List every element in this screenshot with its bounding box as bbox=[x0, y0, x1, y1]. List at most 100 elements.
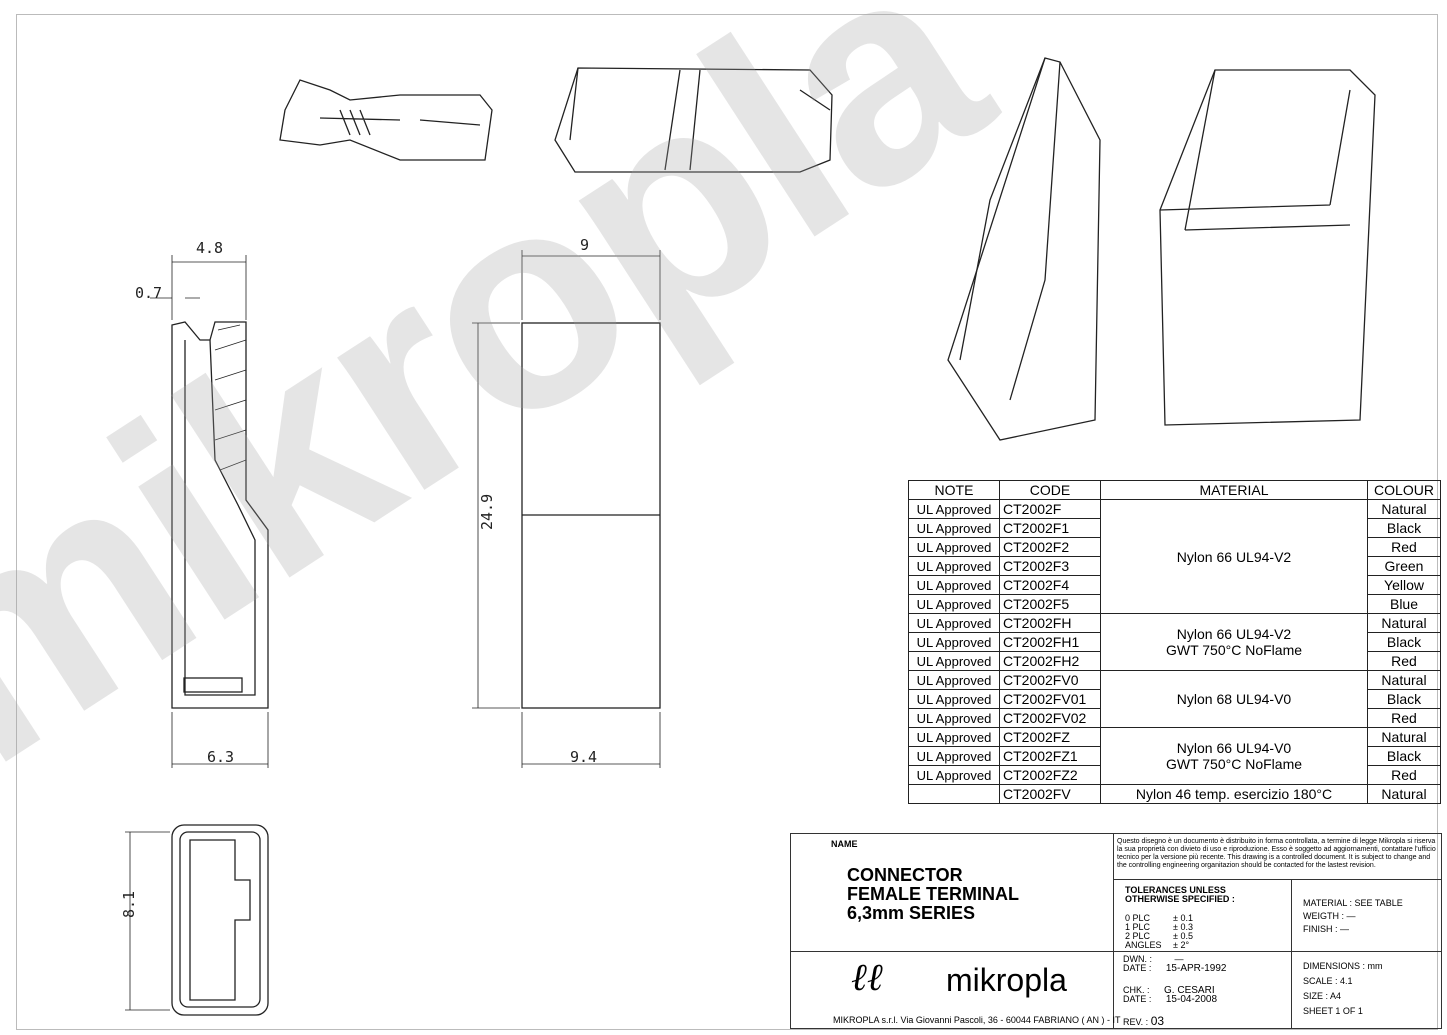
note-cell: UL Approved bbox=[908, 765, 1000, 785]
tolerance-value: ± 0.1 bbox=[1173, 913, 1193, 923]
note-cell: UL Approved bbox=[908, 708, 1000, 728]
dimensions-unit: DIMENSIONS : mm bbox=[1303, 961, 1383, 971]
revision: 03 bbox=[1150, 1014, 1165, 1028]
note-cell: UL Approved bbox=[908, 499, 1000, 519]
material-cell: Nylon 68 UL94-V0 bbox=[1100, 670, 1368, 728]
colour-cell: Red bbox=[1367, 708, 1441, 728]
column-header: COLOUR bbox=[1367, 480, 1441, 500]
date-label: DATE : bbox=[1123, 963, 1152, 973]
code-cell: CT2002F5 bbox=[999, 594, 1101, 614]
name-line: 6,3mm SERIES bbox=[847, 903, 976, 923]
logo: mikropla bbox=[946, 962, 1067, 998]
colour-cell: Yellow bbox=[1367, 575, 1441, 595]
weight: WEIGTH : — bbox=[1303, 911, 1356, 921]
colour-cell: Red bbox=[1367, 765, 1441, 785]
colour-cell: Red bbox=[1367, 651, 1441, 671]
column-header: MATERIAL bbox=[1100, 480, 1368, 500]
logo-mark-icon: ℓℓ bbox=[851, 957, 883, 999]
dim-body-width-bottom: 9.4 bbox=[570, 748, 597, 766]
colour-cell: Natural bbox=[1367, 784, 1441, 804]
material-cell: Nylon 46 temp. esercizio 180°C bbox=[1100, 784, 1368, 804]
tolerance-row: 1 PLC ± 0.3 bbox=[1125, 923, 1193, 932]
material-cell: Nylon 66 UL94-V2 bbox=[1100, 499, 1368, 614]
material-line: Nylon 68 UL94-V0 bbox=[1176, 691, 1292, 707]
tolerance-label: 1 PLC bbox=[1125, 922, 1151, 932]
material: MATERIAL : SEE TABLE bbox=[1303, 898, 1403, 908]
column-header: NOTE bbox=[908, 480, 1000, 500]
code-cell: CT2002FZ2 bbox=[999, 765, 1101, 785]
code-cell: CT2002FV bbox=[999, 784, 1101, 804]
code-cell: CT2002FZ bbox=[999, 727, 1101, 747]
code-cell: CT2002FZ1 bbox=[999, 746, 1101, 766]
dim-body-width-top: 9 bbox=[580, 236, 589, 254]
dim-end-height: 8.1 bbox=[120, 891, 138, 918]
title-block: NAME CONNECTOR FEMALE TERMINAL 6,3mm SER… bbox=[790, 833, 1442, 1029]
table-row: CT2002FV Nylon 46 temp. esercizio 180°C Na… bbox=[908, 784, 1441, 804]
tolerance-label: ANGLES bbox=[1125, 940, 1162, 950]
colour-cell: Black bbox=[1367, 632, 1441, 652]
side-section-view bbox=[150, 255, 269, 768]
code-cell: CT2002F2 bbox=[999, 537, 1101, 557]
tolerance-label: 0 PLC bbox=[1125, 913, 1151, 923]
code-cell: CT2002FV02 bbox=[999, 708, 1101, 728]
colour-cell: Black bbox=[1367, 689, 1441, 709]
colour-cell: Green bbox=[1367, 556, 1441, 576]
code-cell: CT2002FV0 bbox=[999, 670, 1101, 690]
code-cell: CT2002F bbox=[999, 499, 1101, 519]
tolerance-value: ± 0.5 bbox=[1173, 931, 1193, 941]
size: SIZE : A4 bbox=[1303, 991, 1342, 1001]
dim-body-length: 24.9 bbox=[478, 494, 496, 530]
code-cell: CT2002F4 bbox=[999, 575, 1101, 595]
code-cell: CT2002FH1 bbox=[999, 632, 1101, 652]
scale: SCALE : 4.1 bbox=[1303, 976, 1353, 986]
drawn-by: — bbox=[1174, 954, 1184, 964]
dim-bottom-width: 6.3 bbox=[207, 748, 234, 766]
material-line: GWT 750°C NoFlame bbox=[1165, 756, 1303, 772]
colour-cell: Black bbox=[1367, 746, 1441, 766]
front-view bbox=[472, 250, 661, 768]
housing-rear-iso bbox=[1159, 69, 1376, 426]
tolerance-value: ± 0.3 bbox=[1173, 922, 1193, 932]
code-cell: CT2002F3 bbox=[999, 556, 1101, 576]
end-view bbox=[125, 824, 269, 1016]
colour-cell: Red bbox=[1367, 537, 1441, 557]
material-line: Nylon 46 temp. esercizio 180°C bbox=[1135, 786, 1333, 802]
note-cell: UL Approved bbox=[908, 575, 1000, 595]
code-cell: CT2002FV01 bbox=[999, 689, 1101, 709]
name-line: FEMALE TERMINAL bbox=[847, 884, 1019, 904]
dim-wall: 0.7 bbox=[135, 284, 162, 302]
notice: Questo disegno è un documento è distribu… bbox=[1117, 838, 1436, 869]
colour-cell: Natural bbox=[1367, 499, 1441, 519]
material-line: GWT 750°C NoFlame bbox=[1165, 642, 1303, 658]
rev-label: REV. : bbox=[1123, 1017, 1149, 1027]
housing-iso-view bbox=[554, 67, 833, 173]
material-line: Nylon 66 UL94-V2 bbox=[1176, 548, 1292, 565]
note-cell: UL Approved bbox=[908, 594, 1000, 614]
date-label: DATE : bbox=[1123, 994, 1152, 1004]
tolerance-row: 2 PLC± 0.5 bbox=[1125, 932, 1193, 941]
note-cell: UL Approved bbox=[908, 556, 1000, 576]
colour-cell: Natural bbox=[1367, 670, 1441, 690]
colour-cell: Natural bbox=[1367, 727, 1441, 747]
note-cell bbox=[908, 784, 1000, 804]
note-cell: UL Approved bbox=[908, 746, 1000, 766]
colour-cell: Natural bbox=[1367, 613, 1441, 633]
material-line: Nylon 66 UL94-V2 bbox=[1176, 626, 1292, 642]
tolerance-row: ANGLES± 2° bbox=[1125, 941, 1193, 950]
dwn-label: DWN. : bbox=[1123, 954, 1152, 964]
finish: FINISH : — bbox=[1303, 924, 1350, 934]
